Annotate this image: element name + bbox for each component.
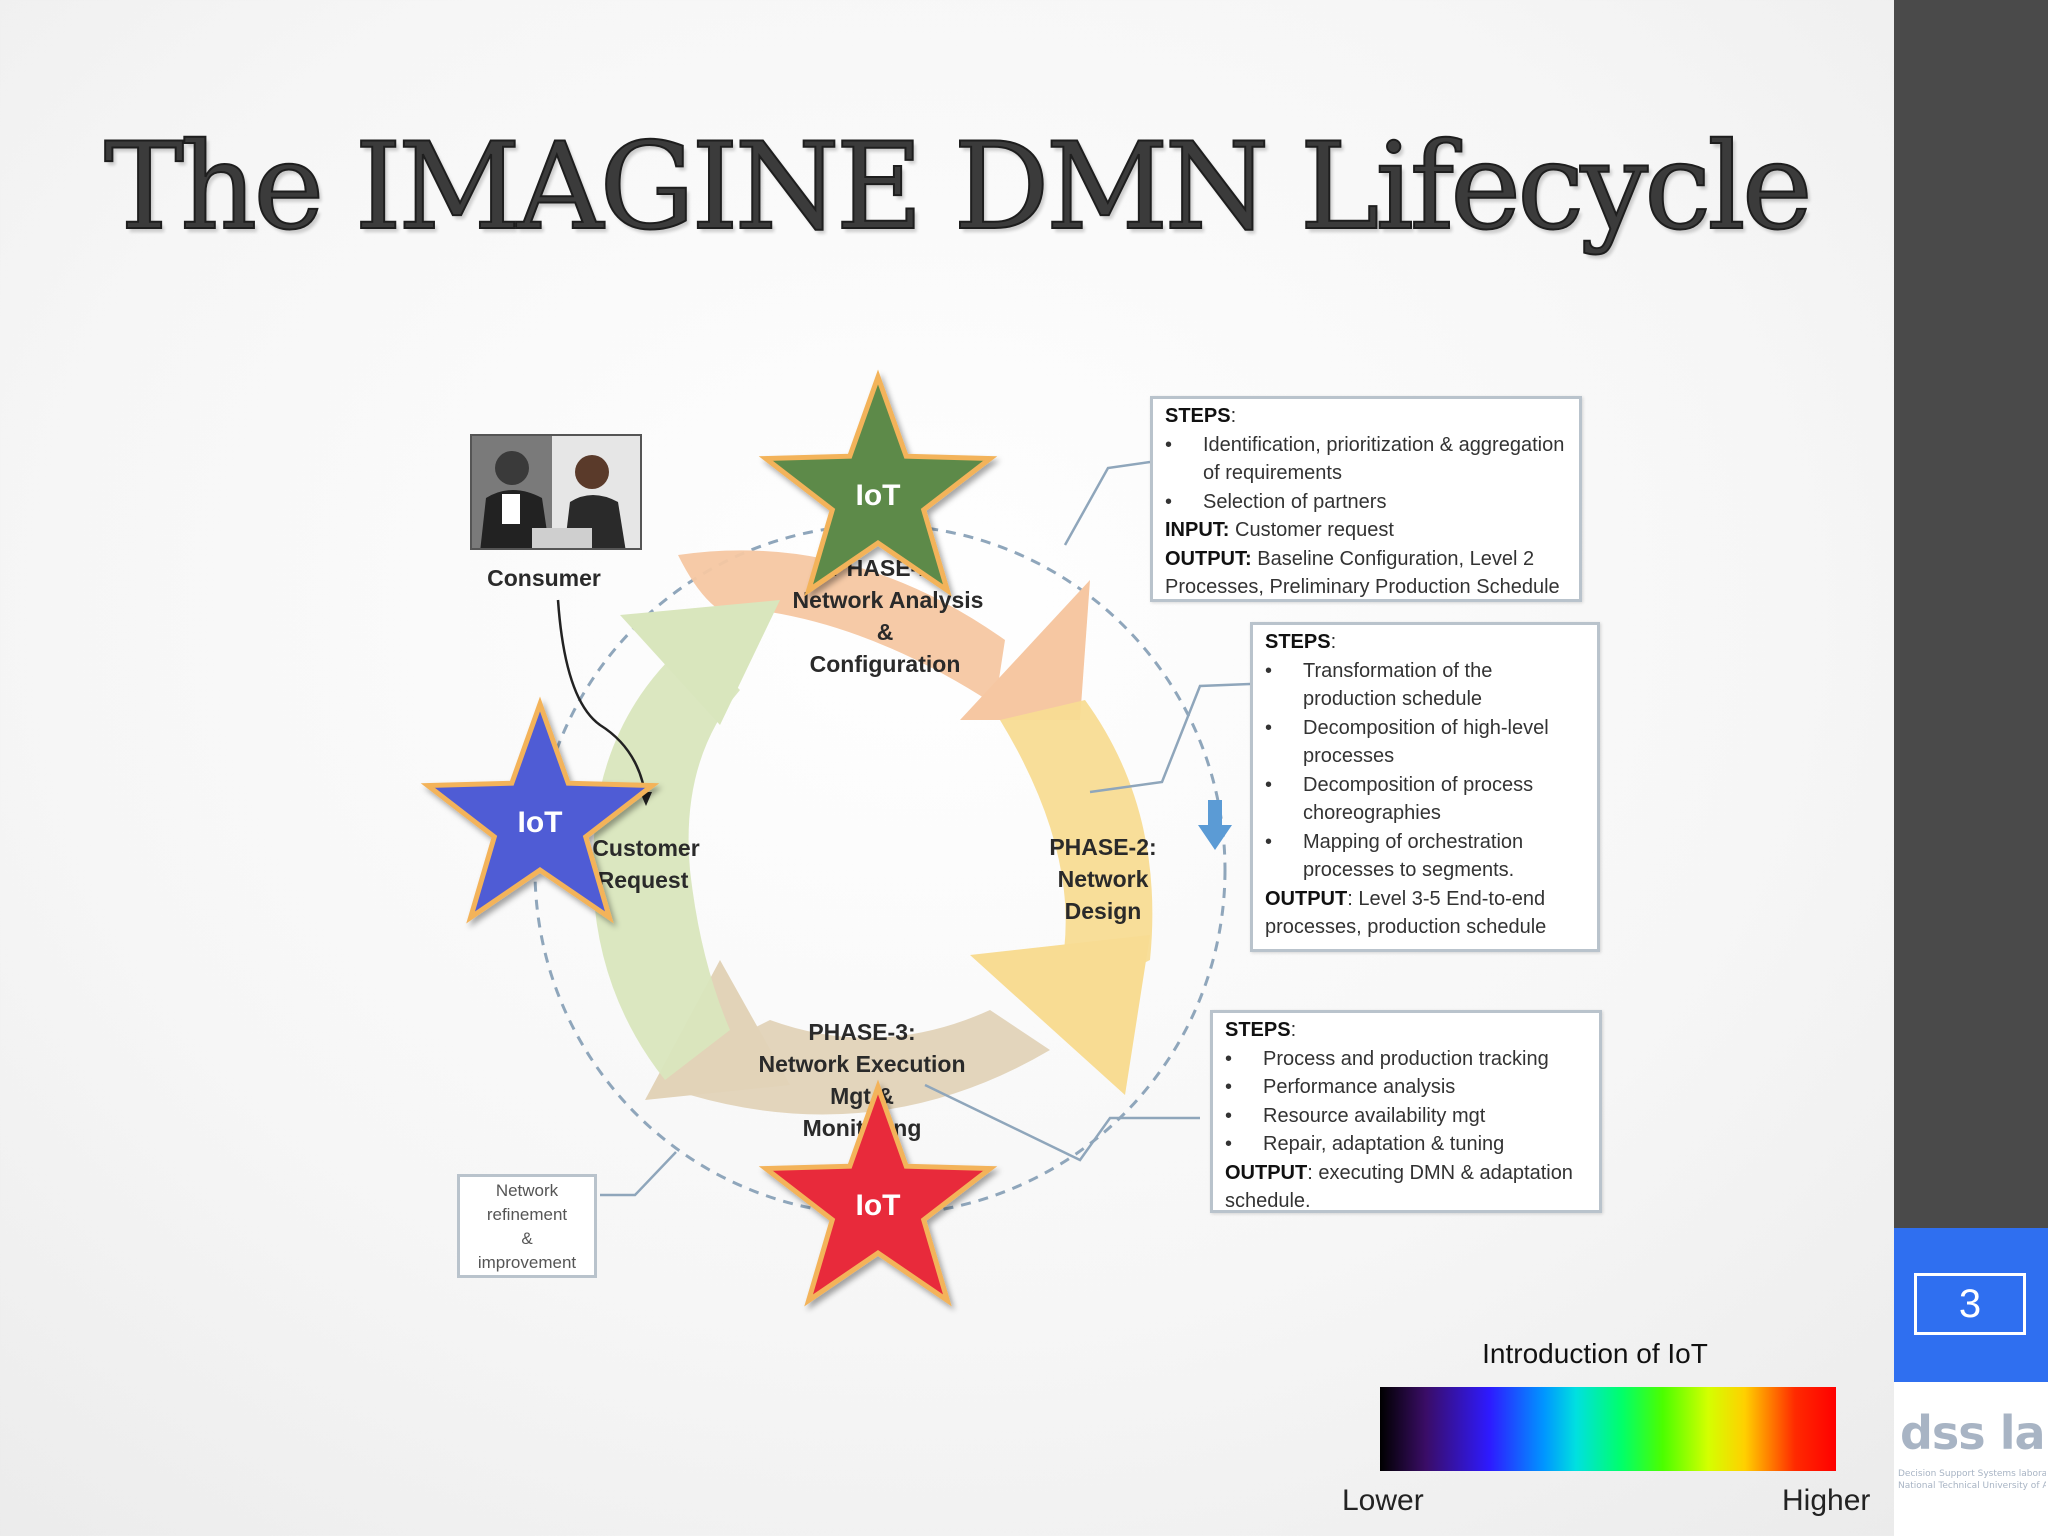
customer-request-arrow (592, 640, 740, 1080)
legend-high-label: Higher (1782, 1484, 1871, 1517)
phase-3-line-1: PHASE-3: (808, 1019, 915, 1045)
list-item: Performance analysis (1225, 1073, 1589, 1102)
consumer-photo (470, 434, 642, 550)
connector-phase3 (924, 1083, 1200, 1162)
list-item: Resource availability mgt (1225, 1102, 1589, 1131)
box2-output-label: OUTPUT (1265, 887, 1348, 910)
iot-star-2 (420, 696, 660, 924)
box1-steps-list: Identification, prioritization & aggrega… (1165, 431, 1569, 517)
phase-1-line-3: & (877, 619, 894, 645)
list-item: Repair, adaptation & tuning (1225, 1130, 1589, 1159)
phase-2-line-3: Design (1065, 898, 1142, 924)
dss-lab-logo: dss lab Decision Support Systems laborat… (1894, 1382, 2048, 1536)
box3-output-label: OUTPUT (1225, 1161, 1308, 1184)
list-item: Selection of partners (1165, 488, 1569, 517)
connector-refinement (600, 1151, 677, 1197)
customer-request-line-2: Request (598, 867, 689, 893)
logo-subtitle-line-2: National Technical University of Athens (1898, 1481, 2046, 1491)
iot-star-label-1: IoT (856, 479, 901, 512)
refinement-line-3: & (521, 1229, 533, 1248)
slide-title: The IMAGINE DMN Lifecycle (103, 117, 1814, 258)
consumer-connector (556, 599, 648, 801)
box3-steps-label: STEPS (1225, 1019, 1291, 1041)
legend-title: Introduction of IoT (1482, 1338, 1708, 1369)
list-item: Transformation of the production schedul… (1265, 657, 1587, 714)
blue-down-arrow (1198, 800, 1232, 850)
phase-1-arrowhead (960, 580, 1090, 720)
consumer-label: Consumer (487, 565, 601, 591)
list-item: Decomposition of process choreographies (1265, 771, 1587, 828)
box1-output-label: OUTPUT: (1165, 547, 1252, 570)
box2-steps-label: STEPS (1265, 631, 1331, 653)
network-refinement-box: Network refinement & improvement (457, 1174, 597, 1278)
box1-output-value: Baseline Configuration, Level 2 Processe… (1165, 547, 1560, 599)
box1-input-label: INPUT: (1165, 519, 1230, 541)
box3-steps-list: Process and production tracking Performa… (1225, 1045, 1589, 1159)
customer-request-arrowhead (620, 600, 780, 725)
customer-request-line-1: Customer (592, 835, 699, 861)
list-item: Identification, prioritization & aggrega… (1165, 431, 1569, 488)
phase-1-arrow (678, 550, 1005, 705)
logo-subtitle-line-1: Decision Support Systems laboratory (1898, 1469, 2046, 1479)
list-item: Decomposition of high-level processes (1265, 714, 1587, 771)
iot-star-label-2: IoT (518, 806, 563, 839)
box3-output-value: executing DMN & adaptation schedule. (1225, 1161, 1573, 1213)
phase-2-arrowhead (970, 935, 1150, 1095)
box1-steps-label: STEPS (1165, 405, 1231, 427)
connector-phase1 (1063, 460, 1151, 546)
logo-subtitle: Decision Support Systems laboratory Nati… (1898, 1468, 2046, 1492)
phase-2-steps-box: STEPS: Transformation of the production … (1250, 622, 1600, 952)
refinement-line-4: improvement (477, 1253, 577, 1272)
logo-mark: dss lab (1900, 1406, 2048, 1460)
phase-2-arrow (1000, 700, 1153, 1000)
refinement-line-1: Network (495, 1181, 559, 1200)
list-item: Process and production tracking (1225, 1045, 1589, 1074)
phase-3-arrow (690, 1010, 1050, 1115)
page-number: 3 (1914, 1273, 2026, 1335)
phase-1-steps-box: STEPS: Identification, prioritization & … (1150, 396, 1582, 602)
phase-3-line-2: Network Execution (758, 1051, 965, 1077)
box2-steps-list: Transformation of the production schedul… (1265, 657, 1587, 885)
phase-3-steps-box: STEPS: Process and production tracking P… (1210, 1010, 1602, 1213)
phase-1-line-4: Configuration (810, 651, 961, 677)
phase-2-line-1: PHASE-2: (1049, 834, 1156, 860)
refinement-line-2: refinement (486, 1205, 568, 1224)
iot-star-1 (758, 369, 998, 597)
phase-1-line-2: Network Analysis (793, 587, 984, 613)
box2-output-value: Level 3-5 End-to-end processes, producti… (1265, 887, 1547, 939)
iot-star-label-3: IoT (856, 1189, 901, 1222)
legend-low-label: Lower (1342, 1484, 1424, 1517)
phase-2-line-2: Network (1058, 866, 1149, 892)
iot-star-3 (758, 1079, 998, 1307)
page-number-panel: 3 (1894, 1228, 2048, 1382)
box1-input-value: Customer request (1235, 519, 1394, 541)
list-item: Mapping of orchestration processes to se… (1265, 828, 1587, 885)
iot-gradient-bar (1380, 1387, 1836, 1471)
connector-phase2 (1089, 682, 1251, 794)
